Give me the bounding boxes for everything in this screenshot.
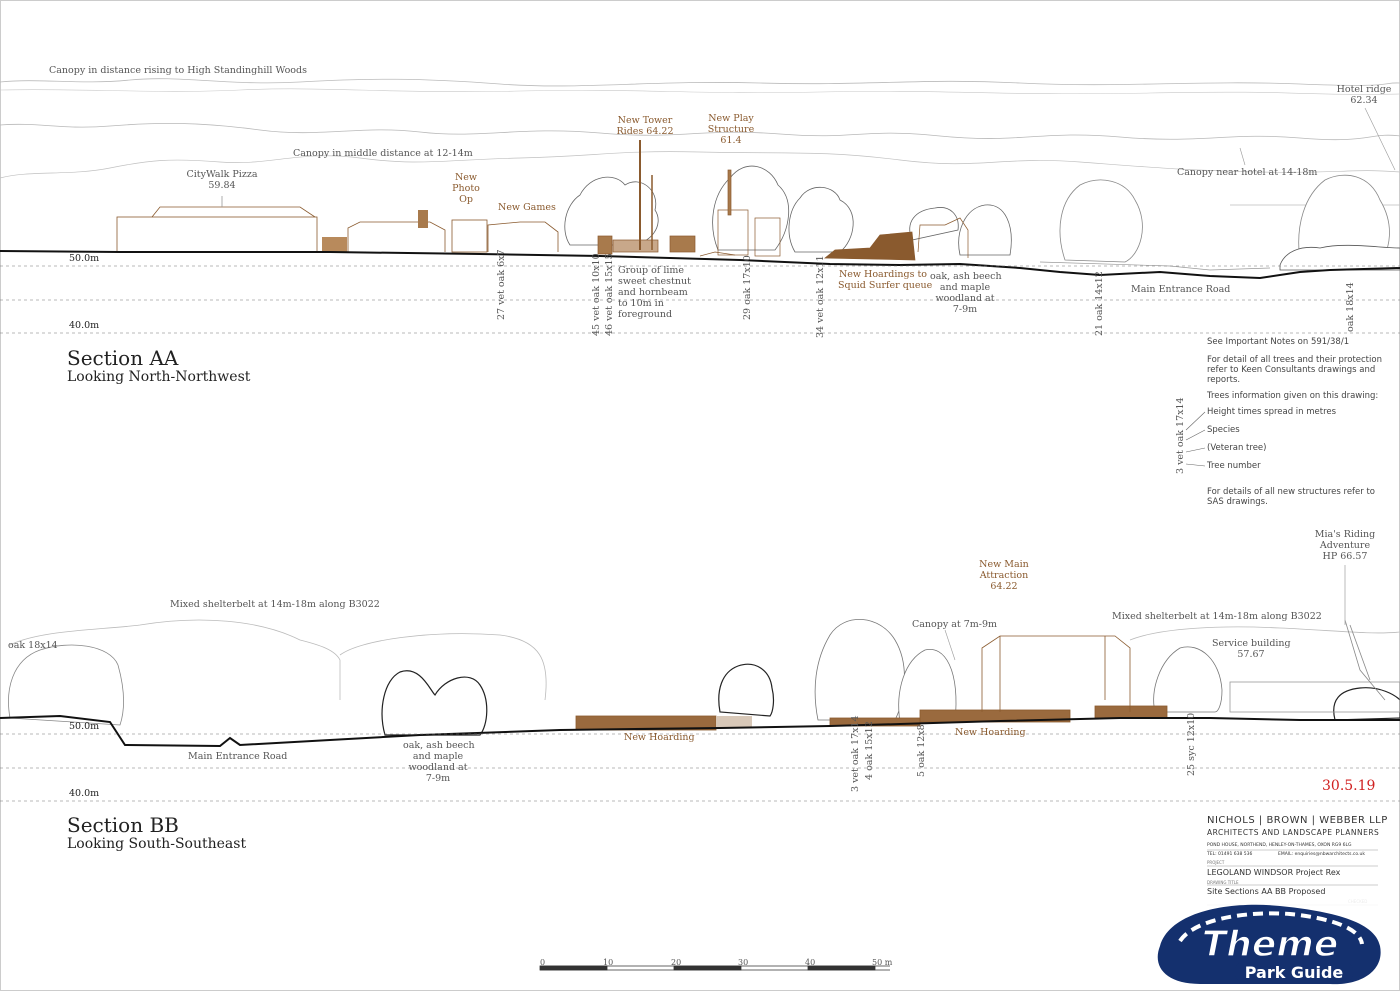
ground-line-aa (0, 250, 1400, 280)
theme-park-guide-logo: Theme Park Guide (1140, 896, 1390, 988)
mixed-canopy-bb-mid (339, 633, 547, 701)
level-lines-aa (0, 265, 1400, 334)
project-name: LEGOLAND WINDSOR Project Rex (1207, 868, 1341, 877)
tree-label: 21 oak 14x12 (1094, 271, 1105, 336)
canopy-7-pointer (944, 629, 956, 661)
firm-name: NICHOLS | BROWN | WEBBER LLP (1207, 815, 1388, 826)
level-40-bb: 40.0m (69, 788, 100, 799)
note-tree-detail: For detail of all trees and their protec… (1207, 355, 1382, 386)
label-canopy-7: Canopy at 7m-9m (912, 619, 998, 630)
distant-canopy-aa-2 (0, 88, 1400, 95)
canopy-hotel-pointer (1239, 147, 1246, 166)
scale-label: 10 (603, 958, 614, 967)
drawing-caption: DRAWING TITLE (1207, 880, 1239, 885)
label-canopy-middle: Canopy in middle distance at 12-14m (293, 148, 473, 159)
tree-label: 5 oak 12x8 (916, 724, 927, 777)
section-bb-subtitle: Looking South-Southeast (67, 836, 247, 852)
note-important: See Important Notes on 591/38/1 (1207, 337, 1350, 347)
drawing-date: 30.5.19 (1322, 778, 1376, 794)
firm-address: POND HOUSE, NORTHEND, HENLEY-ON-THAMES, … (1207, 843, 1352, 848)
tree-label: 34 vet oak 12x11 (815, 255, 826, 338)
scale-label: 40 (805, 958, 816, 967)
label-canopy-distance: Canopy in distance rising to High Standi… (49, 65, 307, 76)
trees-aa (564, 165, 1400, 271)
label-mixed-shelterbelt-2: Mixed shelterbelt at 14m-18m along B3022 (1112, 611, 1322, 622)
note-sas: For details of all new structures refer … (1207, 487, 1375, 508)
note-tree-info: Trees information given on this drawing: (1207, 391, 1379, 401)
drawing-title: Site Sections AA BB Proposed (1207, 887, 1326, 896)
key-height: Height times spread in metres (1207, 407, 1337, 417)
key-species: Species (1207, 425, 1240, 435)
key-pointers (1185, 411, 1206, 467)
level-50-bb: 50.0m (69, 721, 100, 732)
key-tree-number: Tree number (1207, 461, 1261, 471)
tree-label: 4 oak 15x12 (864, 721, 875, 780)
firm-subtitle: ARCHITECTS AND LANDSCAPE PLANNERS (1207, 828, 1380, 837)
tree-label: oak 18x14 (1345, 282, 1356, 332)
label-new-hoarding-1: New Hoarding (624, 732, 695, 743)
mixed-canopy-bb-right (1129, 626, 1400, 641)
tree-label: 45 vet oak 10x10 (591, 253, 602, 336)
key-veteran: (Veteran tree) (1207, 443, 1267, 453)
scale-label: 0 (540, 958, 546, 967)
tree-label: 29 oak 17x10 (742, 255, 753, 320)
firm-email: EMAIL: enquiries@nbwarchitects.co.uk (1278, 852, 1365, 857)
label-mixed-shelterbelt-1: Mixed shelterbelt at 14m-18m along B3022 (170, 599, 380, 610)
level-40-aa: 40.0m (69, 320, 100, 331)
label-canopy-hotel: Canopy near hotel at 14-18m (1177, 167, 1318, 178)
tree-label: 46 vet oak 15x15 (604, 253, 615, 336)
scale-bar (539, 965, 890, 971)
structures-bb (575, 565, 1400, 731)
hotel-ridge-pointer (1364, 107, 1396, 171)
label-main-road-bb: Main Entrance Road (188, 751, 288, 762)
firm-tel: TEL: 01491 638 536 (1207, 852, 1253, 857)
structures-aa (597, 140, 969, 261)
near-canopy-aa (0, 151, 1400, 179)
scale-label: 50 m (872, 958, 893, 967)
trees-bb (8, 644, 1400, 736)
tree-label: 25 syc 12x10 (1186, 712, 1197, 776)
label-new-hoarding-2: New Hoarding (955, 727, 1026, 738)
label-new-games: New Games (498, 202, 556, 213)
scale-label: 30 (738, 958, 749, 967)
key-tree-example: 3 vet oak 17x14 (1175, 397, 1186, 474)
tree-label: 3 vet oak 17x14 (850, 715, 861, 792)
label-oak-left: oak 18x14 (8, 640, 58, 651)
label-main-road-aa: Main Entrance Road (1131, 284, 1231, 295)
distant-canopy-aa (0, 78, 1400, 87)
logo-theme-text: Theme (1202, 924, 1339, 965)
scale-label: 20 (671, 958, 682, 967)
small-buildings (347, 210, 559, 253)
citywalk-building (116, 196, 347, 253)
project-caption: PROJECT (1207, 860, 1225, 865)
section-bb-title: Section BB (67, 813, 179, 837)
trees-bb-grey (814, 619, 1223, 723)
level-lines-bb (0, 733, 1400, 802)
mixed-canopy-bb-left (9, 619, 341, 700)
middle-canopy-aa (0, 122, 1400, 141)
level-50-aa: 50.0m (69, 253, 100, 264)
tree-label: 27 vet oak 6x7 (496, 249, 507, 320)
ground-line-bb (0, 714, 1400, 748)
road-aa (1039, 261, 1271, 271)
section-aa-subtitle: Looking North-Northwest (67, 369, 251, 385)
section-aa-title: Section AA (67, 346, 179, 370)
logo-park-guide-text: Park Guide (1245, 963, 1344, 982)
